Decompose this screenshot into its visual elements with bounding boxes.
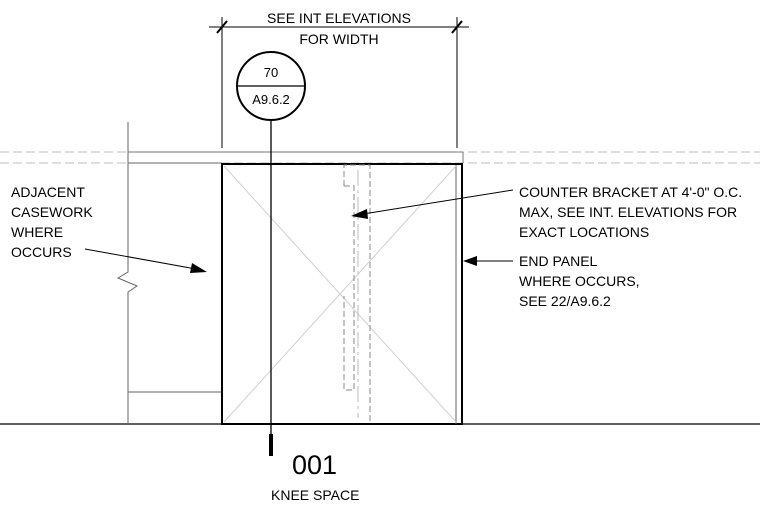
end-panel-leader: [463, 256, 513, 266]
section-tag-sheet-number: A9.6.2: [252, 92, 290, 107]
dimension-note-line-1: SEE INT ELEVATIONS: [267, 10, 411, 26]
width-dimension-line: [209, 17, 469, 148]
countertop-edge: [128, 151, 464, 163]
room-number: 001: [292, 450, 337, 480]
adjacent-casework-leader: [84, 248, 207, 273]
section-tag-detail-number: 70: [264, 65, 278, 80]
adjacent-casework-note: ADJACENT CASEWORK WHERE OCCURS: [11, 184, 97, 260]
counter-bracket: [343, 164, 371, 424]
dimension-note-line-2: FOR WIDTH: [299, 31, 378, 47]
knee-space-opening: [221, 163, 463, 425]
open-space-diagonals: [223, 165, 457, 423]
section-tag: 70 A9.6.2: [236, 51, 306, 121]
counter-bracket-leader: [351, 189, 514, 219]
countertop-reference-lines: [0, 151, 760, 164]
room-name: KNEE SPACE: [271, 487, 359, 503]
end-panel-note: END PANEL WHERE OCCURS, SEE 22/A9.6.2: [519, 253, 643, 309]
counter-bracket-note: COUNTER BRACKET AT 4'-0" O.C. MAX, SEE I…: [519, 184, 746, 240]
adjacent-casework: [116, 122, 222, 424]
